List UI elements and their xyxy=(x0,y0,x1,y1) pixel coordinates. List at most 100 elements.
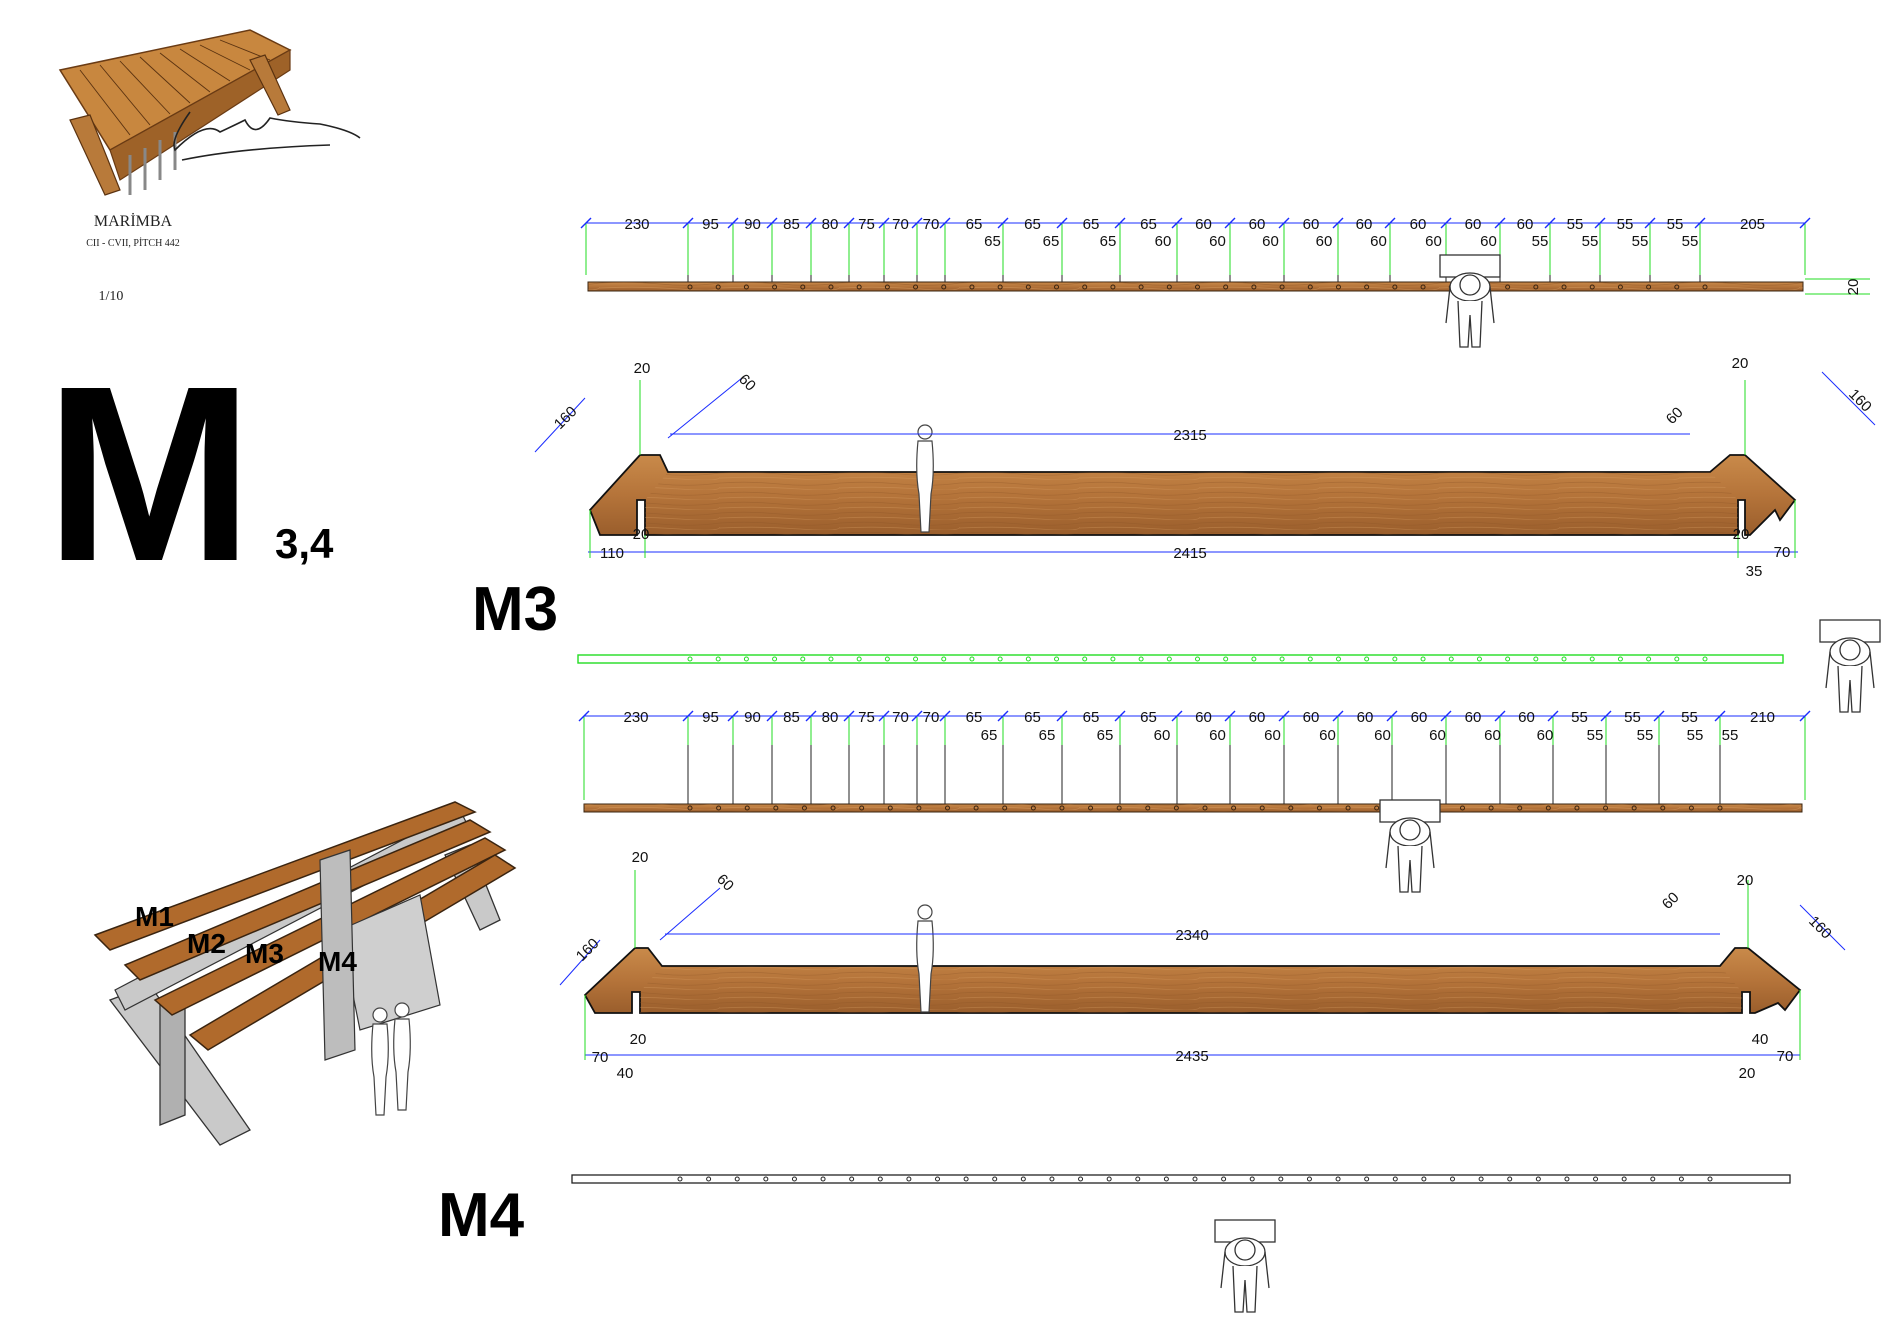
rail-pin xyxy=(1674,656,1680,662)
m3-top-tick xyxy=(727,217,739,229)
m4-top-dim: 85 xyxy=(783,709,800,726)
m3-slope-right: 160 xyxy=(1845,386,1875,416)
m4-bottom-dim: 65 xyxy=(1039,727,1056,744)
rail-pin xyxy=(763,1176,769,1182)
m3-player-figure xyxy=(1439,254,1501,348)
m3-top-tick xyxy=(878,217,890,229)
m3-bevel-left: 60 xyxy=(735,371,759,395)
sheet-letter: M xyxy=(45,334,253,613)
rail-pin xyxy=(1259,805,1265,811)
m4-top-tick xyxy=(1547,710,1559,722)
rail-pin xyxy=(913,656,919,662)
m4-slope-right: 160 xyxy=(1805,913,1835,943)
rail-pin xyxy=(1420,284,1426,290)
m4-top-tick xyxy=(578,710,590,722)
rail-pin xyxy=(1335,656,1341,662)
rail-pin xyxy=(1110,656,1116,662)
rail-pin xyxy=(1545,805,1551,811)
m4-top-dim: 60 xyxy=(1411,709,1428,726)
rail-pin xyxy=(791,1176,797,1182)
m3-top-dim: 60 xyxy=(1465,216,1482,233)
couple-figure-left xyxy=(371,1007,389,1116)
m3-top-dim: 70 xyxy=(892,216,909,233)
rail-pin xyxy=(1488,805,1494,811)
m3-bottom-dim: 55 xyxy=(1532,233,1549,250)
m3-top-dim: 70 xyxy=(923,216,940,233)
m4-top-length: 2340 xyxy=(1175,927,1208,944)
m3-top-dim: 205 xyxy=(1740,216,1765,233)
m4-top-dim: 65 xyxy=(966,709,983,726)
rail-pin xyxy=(1589,284,1595,290)
rail-pin xyxy=(1589,656,1595,662)
rail-pin xyxy=(887,805,893,811)
m4-top-dim: 60 xyxy=(1195,709,1212,726)
rail-pin xyxy=(1420,656,1426,662)
callout-m2: M2 xyxy=(187,928,226,959)
m4-top-dim: 65 xyxy=(1140,709,1157,726)
m4-side-profile xyxy=(583,947,1802,1014)
rail-pin xyxy=(1707,1176,1713,1182)
rail-pin xyxy=(941,656,947,662)
rail-pin xyxy=(1288,805,1294,811)
m4-end-right-small: 20 xyxy=(1739,1065,1756,1082)
m4-notch-left: 20 xyxy=(632,849,649,866)
rail-pin xyxy=(1166,656,1172,662)
rail-pin xyxy=(1631,805,1637,811)
m3-top-dim: 230 xyxy=(624,216,649,233)
rail-pin xyxy=(1621,1176,1627,1182)
m4-top-tick xyxy=(766,710,778,722)
m4-bottom-dim: 60 xyxy=(1209,727,1226,744)
m4-outline-rail xyxy=(571,1174,1791,1184)
drawing-scale: 1/10 xyxy=(99,289,124,304)
rail-pin xyxy=(1564,1176,1570,1182)
rail-pin xyxy=(1088,805,1094,811)
m4-top-dim: 65 xyxy=(1024,709,1041,726)
m4-top-tick xyxy=(1653,710,1665,722)
rail-pin xyxy=(1163,1176,1169,1182)
pitch-range: CII - CVII, PİTCH 442 xyxy=(86,237,180,249)
rail-pin xyxy=(1138,284,1144,290)
rail-pin xyxy=(1650,1176,1656,1182)
m3-bottom-dim: 60 xyxy=(1480,233,1497,250)
m3-top-tick xyxy=(1278,217,1290,229)
m3-top-tick xyxy=(1384,217,1396,229)
m3-top-tick xyxy=(766,217,778,229)
m3-top-length: 2315 xyxy=(1173,427,1206,444)
m3-notch-right: 20 xyxy=(1732,355,1749,372)
m3-bottom-dim: 55 xyxy=(1582,233,1599,250)
callout-m3: M3 xyxy=(245,938,284,969)
rail-pin xyxy=(1646,284,1652,290)
m3-top-dim: 65 xyxy=(1024,216,1041,233)
m4-top-tick xyxy=(727,710,739,722)
m3-top-dim: 55 xyxy=(1667,216,1684,233)
rail-pin xyxy=(1279,284,1285,290)
rail-pin xyxy=(1535,1176,1541,1182)
m4-top-tick xyxy=(1332,710,1344,722)
m3-top-tick xyxy=(1644,217,1656,229)
m4-end-left-small: 40 xyxy=(617,1065,634,1082)
m3-top-tick xyxy=(1544,217,1556,229)
m3-side-profile xyxy=(588,454,1797,536)
rail-pin xyxy=(856,284,862,290)
rail-pin xyxy=(913,284,919,290)
m3-top-tick xyxy=(1440,217,1452,229)
m3-top-dim: 55 xyxy=(1617,216,1634,233)
rail-pin xyxy=(1173,805,1179,811)
m4-bottom-dim: 55 xyxy=(1587,727,1604,744)
rail-pin xyxy=(1025,284,1031,290)
rail-pin xyxy=(800,656,806,662)
m3-top-dim: 60 xyxy=(1356,216,1373,233)
m4-top-dim: 55 xyxy=(1624,709,1641,726)
m3-top-tick xyxy=(939,217,951,229)
m3-top-tick xyxy=(1114,217,1126,229)
rail-pin xyxy=(969,656,975,662)
rail-pin xyxy=(715,656,721,662)
rail-pin xyxy=(1082,284,1088,290)
rail-pin xyxy=(1364,656,1370,662)
rail-pin xyxy=(1138,656,1144,662)
m3-side-extlines xyxy=(589,380,1796,558)
m3-end-left: 110 xyxy=(600,545,624,562)
m4-top-tick xyxy=(1386,710,1398,722)
m4-slot-left: 20 xyxy=(630,1031,647,1048)
m4-bottom-dim: 65 xyxy=(981,727,998,744)
